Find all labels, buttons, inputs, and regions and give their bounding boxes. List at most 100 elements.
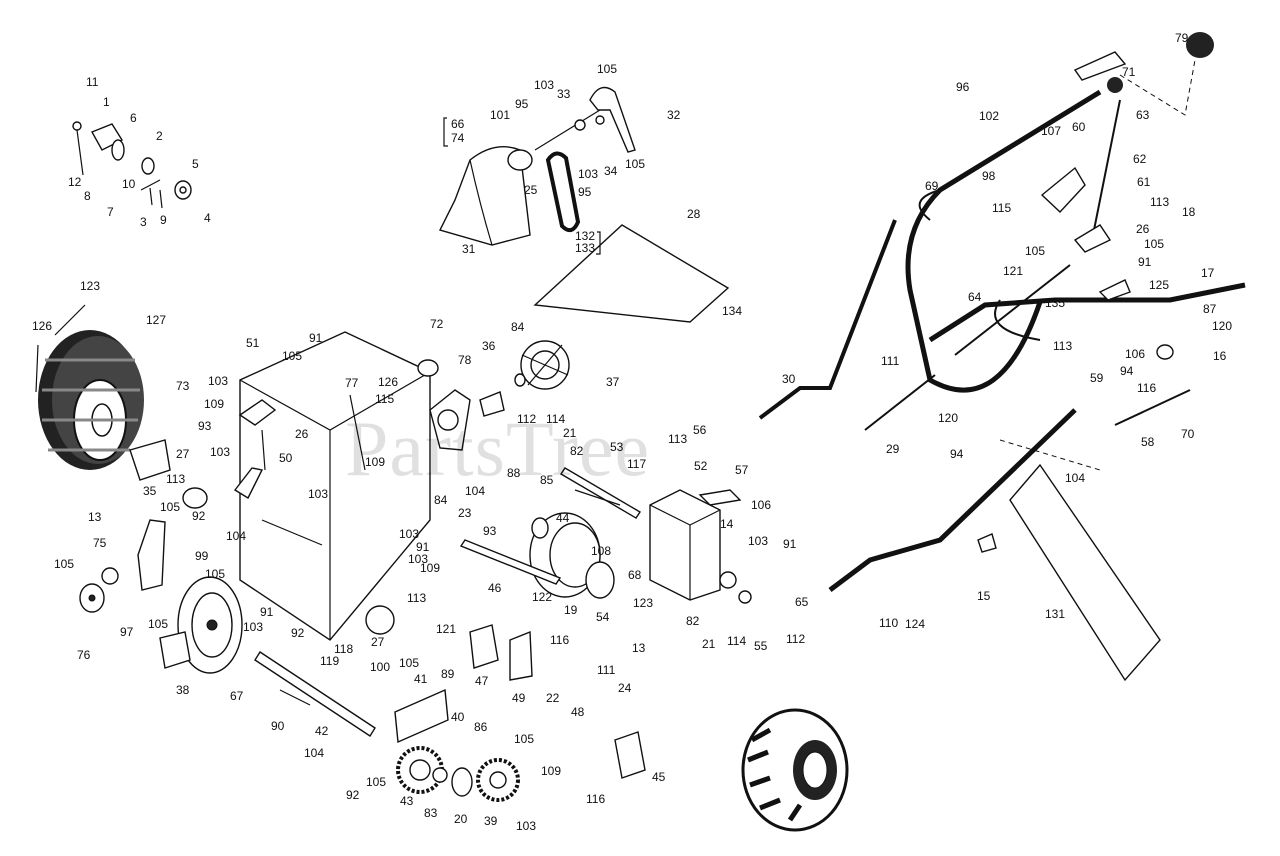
callout-label: 123: [633, 596, 653, 610]
control-rod-icon: [864, 99, 1191, 431]
callout-label: 15: [977, 589, 991, 603]
callout-label: 105: [148, 617, 168, 631]
callout-label: 51: [246, 336, 260, 350]
callout-label: 105: [160, 500, 180, 514]
callout-label: 93: [483, 524, 497, 538]
sprocket-icon: [396, 746, 520, 802]
callout-label: 36: [482, 339, 496, 353]
handle-icon: [758, 89, 1246, 592]
callout-label: 6: [130, 111, 137, 125]
callout-label: 114: [546, 412, 565, 426]
callout-label: 125: [1149, 278, 1169, 292]
callout-label: 16: [1213, 349, 1227, 363]
callout-label: 104: [304, 746, 324, 760]
callout-label: 38: [176, 683, 190, 697]
callout-label: 48: [571, 705, 585, 719]
callout-label: 54: [596, 610, 610, 624]
callout-label: 106: [751, 498, 771, 512]
callout-label: 33: [557, 87, 571, 101]
callout-labels: 11 1 6 2 12 8 10 5 7 3 9 4 66 74 101 95 …: [32, 31, 1232, 833]
callout-label: 105: [1025, 244, 1045, 258]
callout-label: 5: [192, 157, 199, 171]
callout-label: 96: [956, 80, 970, 94]
callout-label: 39: [484, 814, 498, 828]
callout-label: 105: [205, 567, 225, 581]
callout-label: 122: [532, 590, 552, 604]
callout-label: 53: [610, 440, 624, 454]
watermark: PartsTree: [345, 405, 650, 492]
callout-label: 108: [591, 544, 611, 558]
callout-label: 119: [320, 654, 339, 668]
callout-label: 126: [378, 375, 398, 389]
callout-label: 103: [534, 78, 554, 92]
callout-label: 47: [475, 674, 489, 688]
callout-label: 94: [1120, 364, 1134, 378]
callout-label: 71: [1122, 65, 1136, 79]
control-box-icon: [1040, 166, 1174, 360]
callout-label: 113: [166, 472, 185, 486]
callout-label: 92: [192, 509, 206, 523]
callout-label: 60: [1072, 120, 1086, 134]
callout-label: 13: [632, 641, 646, 655]
callout-label: 121: [436, 622, 456, 636]
callout-label: 3: [140, 215, 147, 229]
callout-label: 124: [905, 617, 925, 631]
callout-label: 21: [702, 637, 716, 651]
drive-belt-icon: [545, 151, 581, 233]
bracket-icon: [129, 439, 208, 591]
callout-label: 79: [1175, 31, 1189, 45]
callout-label: 103: [578, 167, 598, 181]
callout-label: 49: [512, 691, 526, 705]
callout-label: 28: [687, 207, 701, 221]
callout-label: 106: [1125, 347, 1145, 361]
callout-label: 121: [1003, 264, 1023, 278]
callout-label: 111: [597, 663, 616, 677]
callout-label: 72: [430, 317, 444, 331]
callout-label: 110: [879, 616, 898, 630]
callout-label: 103: [243, 620, 263, 634]
callout-label: 126: [32, 319, 52, 333]
callout-label: 102: [979, 109, 999, 123]
callout-label: 42: [315, 724, 329, 738]
chute-icon: [977, 463, 1161, 682]
callout-label: 109: [204, 397, 224, 411]
callout-label: 92: [346, 788, 360, 802]
callout-label: 1: [103, 95, 110, 109]
callout-label: 2: [156, 129, 163, 143]
callout-label: 105: [399, 656, 419, 670]
pulley-small-icon: [79, 567, 191, 669]
callout-label: 115: [375, 392, 394, 406]
callout-label: 132: [575, 229, 595, 243]
callout-label: 66: [451, 117, 465, 131]
callout-label: 107: [1041, 124, 1061, 138]
pulley-icon: [177, 576, 243, 674]
callout-label: 82: [570, 444, 584, 458]
callout-label: 40: [451, 710, 465, 724]
callout-label: 70: [1181, 427, 1195, 441]
impeller-icon: [514, 340, 570, 390]
callout-label: 105: [282, 349, 302, 363]
callout-label: 91: [260, 605, 274, 619]
callout-label: 85: [540, 473, 554, 487]
callout-label: 109: [365, 455, 385, 469]
callout-label: 103: [408, 552, 428, 566]
callout-label: 111: [881, 354, 900, 368]
callout-label: 91: [783, 537, 797, 551]
callout-label: 115: [992, 201, 1011, 215]
callout-label: 13: [88, 510, 102, 524]
callout-label: 35: [143, 484, 157, 498]
callout-label: 105: [625, 157, 645, 171]
callout-label: 41: [414, 672, 428, 686]
callout-label: 24: [618, 681, 632, 695]
callout-label: 4: [204, 211, 211, 225]
shield-plate-icon: [533, 224, 730, 323]
callout-label: 25: [524, 183, 538, 197]
callout-label: 23: [458, 506, 472, 520]
callout-label: 7: [107, 205, 114, 219]
callout-label: 17: [1201, 266, 1215, 280]
bushing-assembly-icon: [72, 121, 192, 209]
callout-label: 83: [424, 806, 438, 820]
callout-label: 103: [516, 819, 536, 833]
callout-label: 44: [556, 511, 570, 525]
